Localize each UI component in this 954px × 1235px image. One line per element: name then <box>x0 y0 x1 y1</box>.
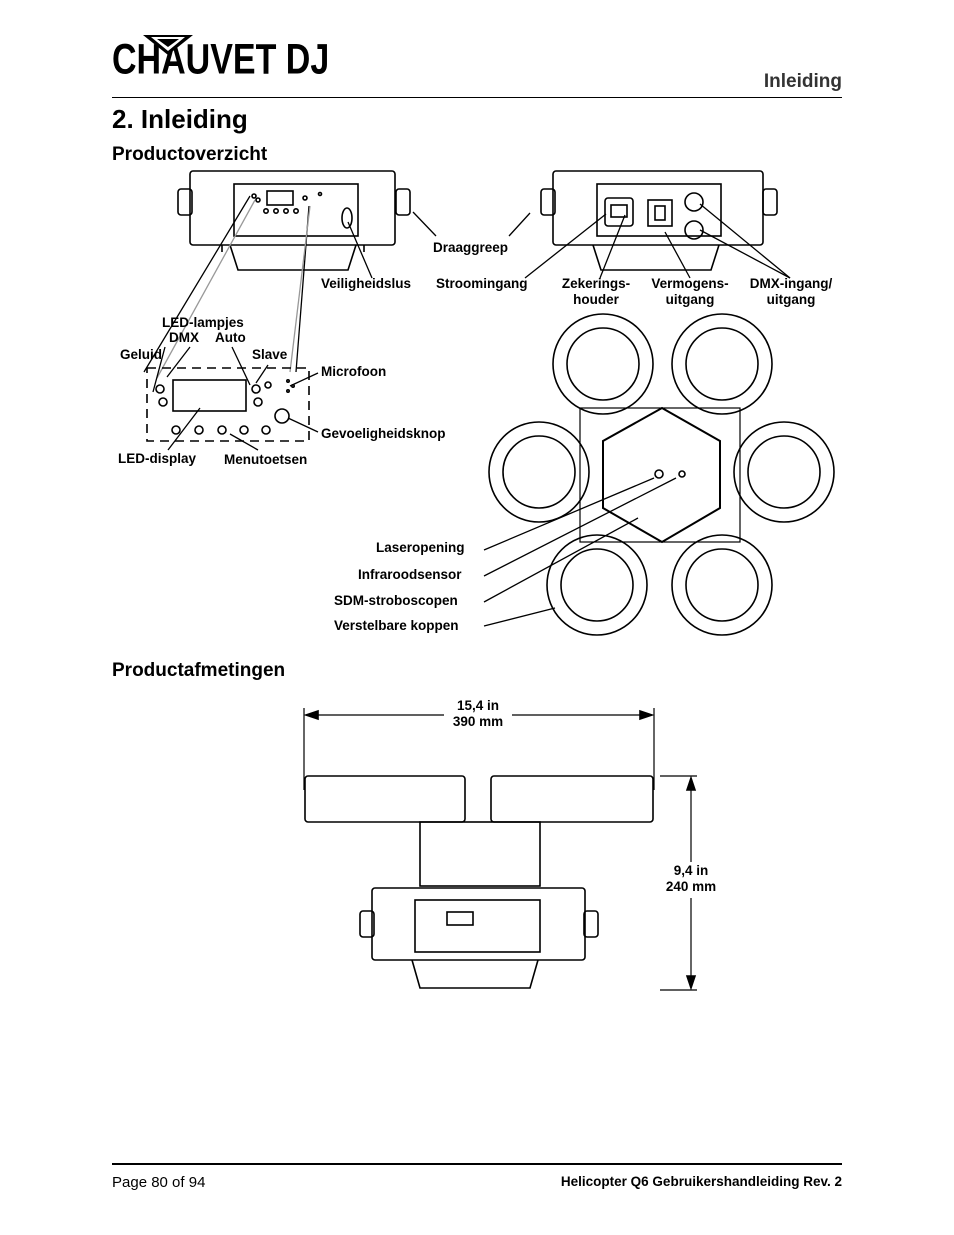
dimensions-drawing <box>303 708 697 991</box>
section-label: Inleiding <box>763 71 842 92</box>
logo-hat-icon <box>143 35 193 55</box>
top-view-drawing <box>488 313 835 636</box>
label-dmx: DMX <box>169 330 199 345</box>
label-safety-loop: Veiligheidslus <box>321 276 412 291</box>
dimensions-heading: Productafmetingen <box>112 660 286 681</box>
overview-callout-lines <box>143 195 791 379</box>
label-dmx-io-line1: DMX-ingang/ <box>749 276 833 291</box>
label-laser-aperture: Laseropening <box>376 540 465 555</box>
label-led-lights: LED-lampjes <box>162 315 244 330</box>
label-dmx-io-line2: uitgang <box>766 292 816 307</box>
label-power-out-line2: uitgang <box>665 292 715 307</box>
label-fuse-holder-line1: Zekerings- <box>561 276 631 291</box>
label-auto: Auto <box>215 330 246 345</box>
label-fuse-holder-line2: houder <box>573 292 619 307</box>
label-adjustable-heads: Verstelbare koppen <box>334 618 459 633</box>
label-menu-buttons: Menutoetsen <box>224 452 308 467</box>
brand-logo: CHAUVET DJ <box>112 36 330 84</box>
label-led-display: LED-display <box>118 451 197 466</box>
front-view-drawing <box>177 170 411 271</box>
label-sound: Geluid <box>120 347 163 362</box>
label-fuse-holder: Zekerings- houder <box>556 276 636 308</box>
page-number: Page 80 of 94 <box>112 1174 206 1191</box>
label-power-in: Stroomingang <box>436 276 528 291</box>
footer-rule <box>112 1163 842 1165</box>
control-panel-zoom <box>146 346 319 451</box>
document-title: Helicopter Q6 Gebruikershandleiding Rev.… <box>560 1174 842 1189</box>
width-mm: 390 mm <box>452 714 504 729</box>
header-rule <box>112 97 842 98</box>
height-in: 9,4 in <box>673 863 709 878</box>
label-slave: Slave <box>252 347 288 362</box>
width-dimension: 15,4 in 390 mm <box>438 698 518 730</box>
label-ir-sensor: Infraroodsensor <box>358 567 462 582</box>
label-smd-strobes: SDM-stroboscopen <box>334 593 458 608</box>
overview-heading: Productoverzicht <box>112 144 268 165</box>
rear-view-drawing <box>540 170 778 271</box>
height-mm: 240 mm <box>665 879 717 894</box>
label-sensitivity-knob: Gevoeligheidsknop <box>321 426 446 441</box>
height-dimension: 9,4 in 240 mm <box>651 863 731 895</box>
page-title: 2. Inleiding <box>112 104 248 134</box>
label-carry-handle: Draaggreep <box>433 240 509 255</box>
label-dmx-io: DMX-ingang/ uitgang <box>742 276 840 308</box>
width-in: 15,4 in <box>456 698 500 713</box>
top-view-callout-lines <box>483 477 677 627</box>
label-microphone: Microfoon <box>321 364 387 379</box>
label-power-out-line1: Vermogens- <box>651 276 729 291</box>
label-power-out: Vermogens- uitgang <box>644 276 736 308</box>
